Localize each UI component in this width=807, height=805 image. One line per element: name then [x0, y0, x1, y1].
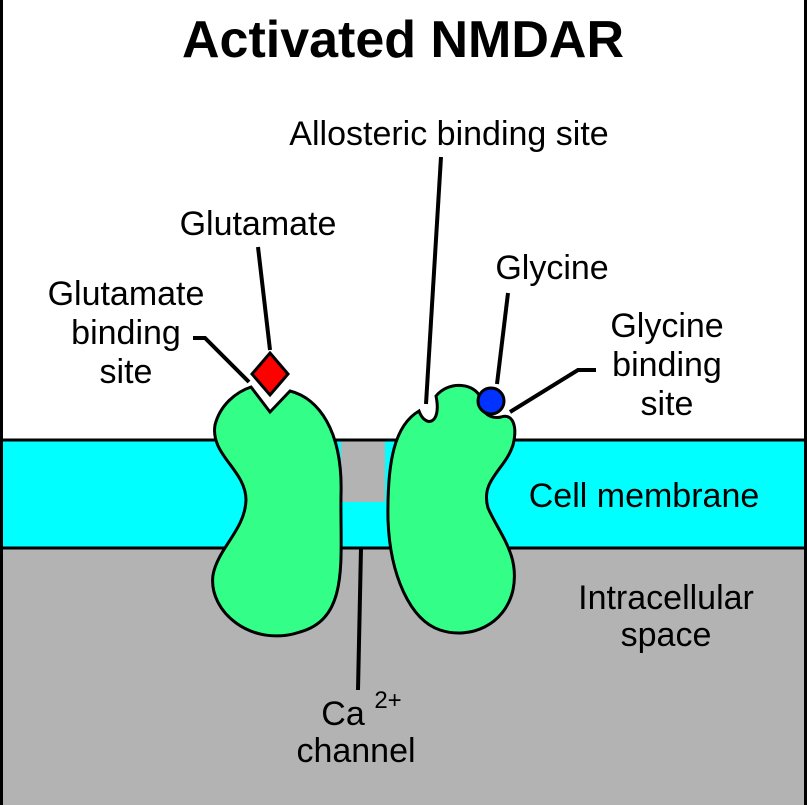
diagram-title: Activated NMDAR	[182, 11, 624, 69]
glycine-binding-site-line1: Glycine	[610, 307, 723, 345]
glutamate-leader	[256, 246, 272, 351]
allosteric-site-leader	[424, 156, 443, 405]
glutamate-binding-site-line2: binding	[71, 314, 181, 352]
right-receptor-subunit	[386, 383, 517, 635]
glycine-binding-site-line3: site	[641, 385, 694, 423]
ca-ion-label: Ca	[321, 695, 365, 733]
glycine-binding-site-leader	[508, 368, 596, 414]
intracellular-space-line2: space	[621, 616, 712, 654]
allosteric-binding-site-label: Allosteric binding site	[289, 115, 608, 153]
glycine-leader	[495, 292, 510, 385]
glycine-label: Glycine	[495, 249, 608, 287]
channel-label: channel	[296, 732, 415, 770]
ca-charge-superscript: 2+	[374, 687, 401, 714]
ca-channel-leader	[356, 547, 363, 691]
channel-pore-gap	[341, 440, 385, 502]
glutamate-binding-site-line3: site	[100, 353, 153, 391]
glutamate-binding-site-line1: Glutamate	[48, 275, 205, 313]
glycine-circle-icon	[476, 386, 506, 416]
glutamate-diamond-icon	[250, 350, 290, 398]
glutamate-binding-site-leader	[193, 336, 251, 384]
left-receptor-subunit	[211, 385, 343, 638]
glycine-binding-site-line2: binding	[612, 346, 722, 384]
cell-membrane-label: Cell membrane	[529, 477, 760, 515]
glutamate-label: Glutamate	[180, 205, 337, 243]
intracellular-space-line1: Intracellular	[578, 579, 754, 617]
